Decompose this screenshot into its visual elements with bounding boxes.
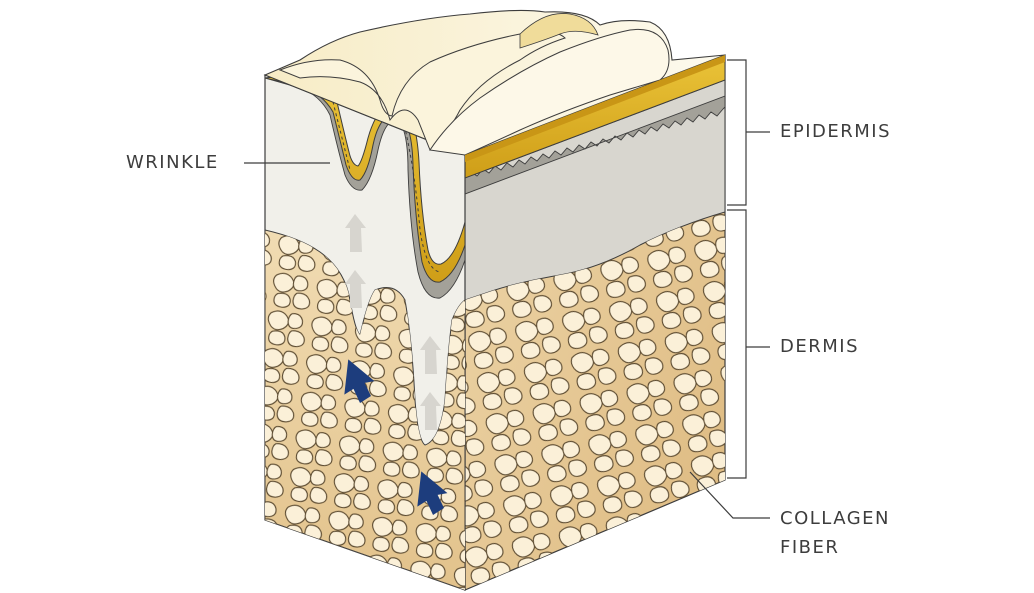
block-front-face	[264, 74, 466, 591]
epidermis-bracket	[727, 59, 770, 206]
faint-up-arrow-icon	[420, 392, 441, 430]
faint-up-arrow-icon	[345, 214, 366, 252]
collagen-fiber-label-line2: FIBER	[780, 537, 840, 558]
annotation-lines	[244, 59, 770, 519]
faint-up-arrow-icon	[345, 270, 366, 308]
collagen-leader-line	[689, 471, 770, 519]
collagen-fiber-label-line1: COLLAGEN	[780, 508, 890, 529]
front-surface-layer	[265, 75, 465, 283]
surface-ridge-2	[429, 28, 670, 156]
upward-arrows	[344, 214, 448, 515]
up-arrow-icon	[344, 359, 375, 403]
front-dermis-collagen	[265, 230, 465, 590]
dermis-bracket	[727, 209, 770, 479]
surface-gold-edge	[465, 55, 725, 162]
side-basal-wave	[465, 80, 725, 195]
block-side-face	[464, 54, 726, 591]
surface-ridge-1	[278, 31, 566, 151]
skin-surface-top	[263, 9, 726, 162]
dermis-label: DERMIS	[780, 336, 860, 357]
epidermis-label: EPIDERMIS	[780, 121, 892, 142]
up-arrow-icon	[417, 471, 448, 515]
faint-up-arrow-icon	[420, 336, 441, 374]
wrinkle-label: WRINKLE	[126, 152, 219, 173]
surface-ridge-shade	[519, 13, 599, 49]
side-dermis-collagen	[465, 212, 725, 590]
